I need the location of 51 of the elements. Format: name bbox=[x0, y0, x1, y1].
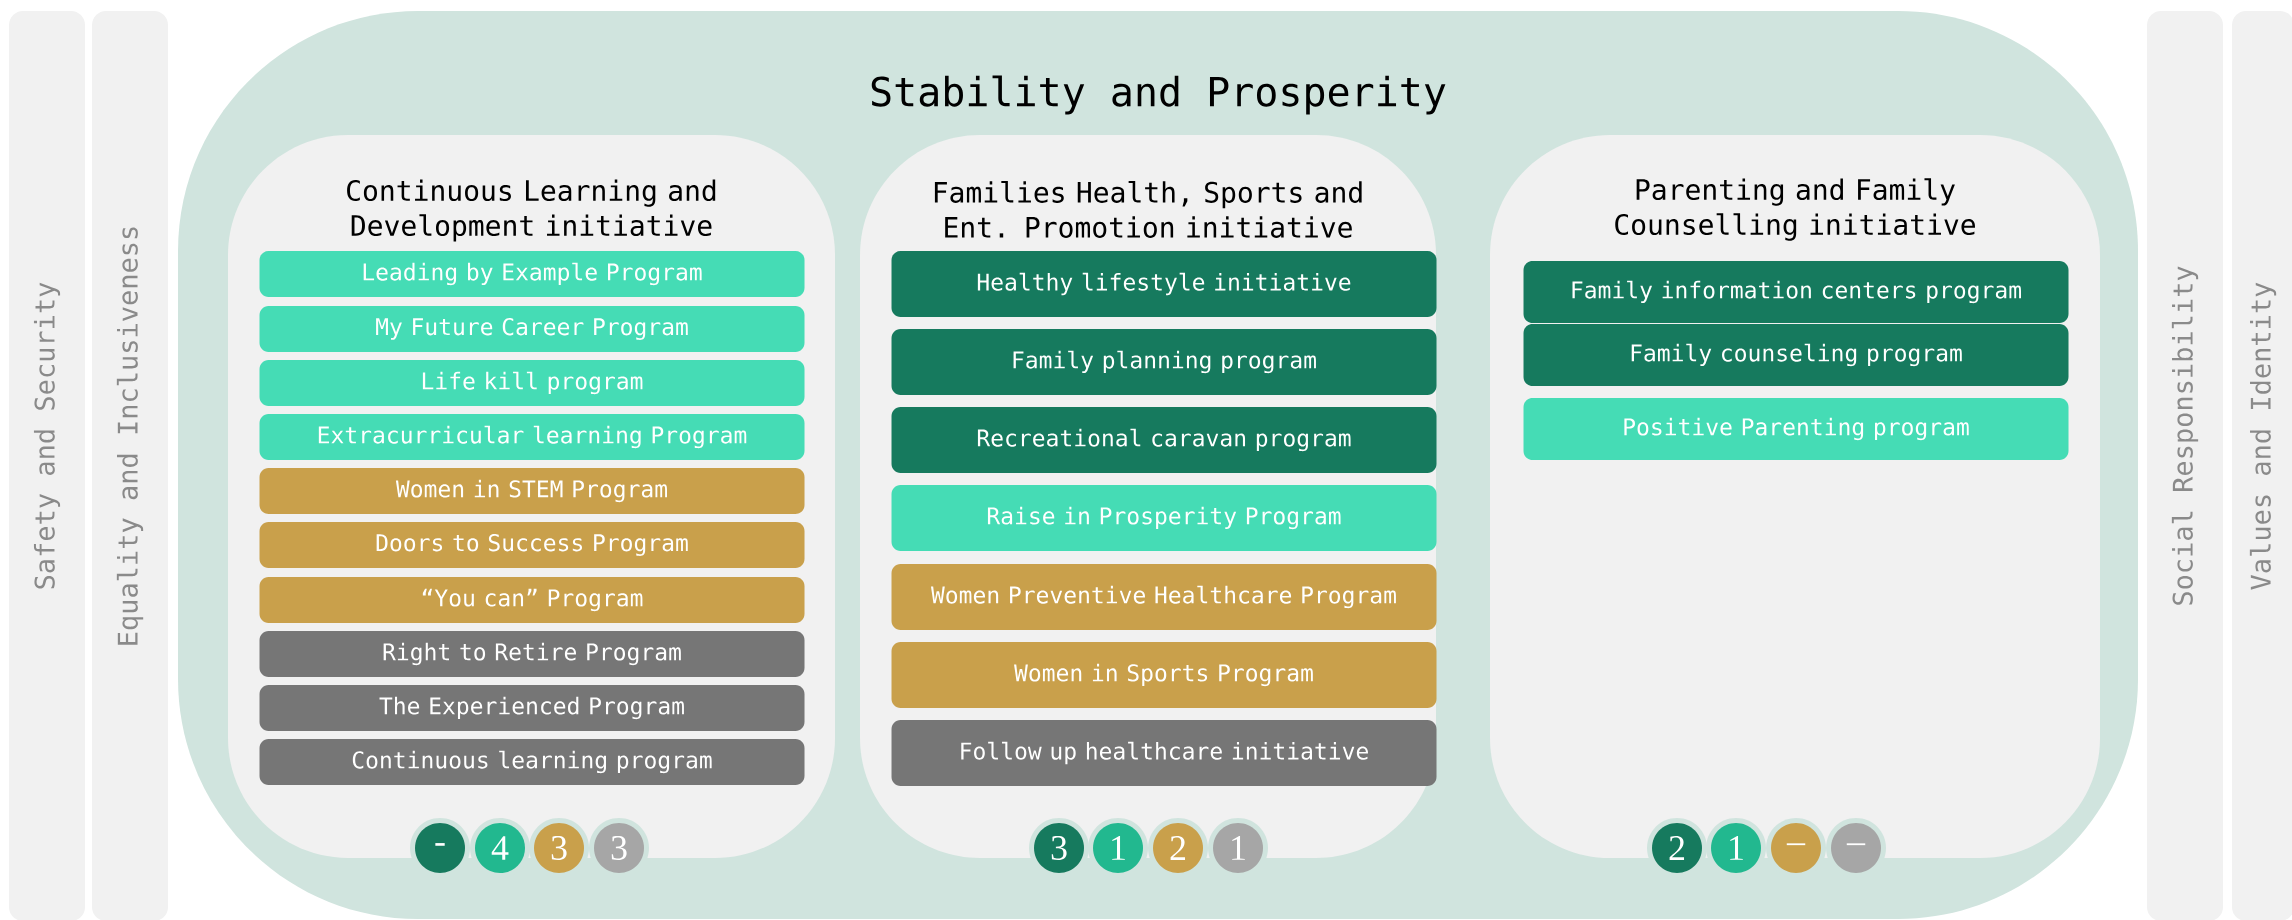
node-label: 2 bbox=[1170, 836, 1186, 860]
node-label: 2 bbox=[1669, 836, 1685, 860]
program-box: Healthy lifestyle initiative bbox=[891, 251, 1437, 317]
program-box: Women in Sports Program bbox=[891, 642, 1437, 708]
node-label: 1 bbox=[1112, 836, 1125, 860]
node-label: Family information centers program bbox=[1572, 280, 2021, 304]
program-box: Extracurricular learning Program bbox=[259, 414, 805, 460]
program-box: Continuous learning program bbox=[259, 739, 805, 785]
program-box: Family counseling program bbox=[1523, 324, 2069, 386]
program-box: Recreational caravan program bbox=[891, 407, 1437, 473]
count-badge: 1 bbox=[1088, 818, 1148, 878]
count-badge: 1 bbox=[1208, 818, 1268, 878]
node-label: 1 bbox=[1730, 836, 1743, 860]
program-box: My Future Career Program bbox=[259, 306, 805, 352]
count-badge: 2 bbox=[1148, 818, 1208, 878]
node-label: - bbox=[435, 843, 445, 846]
program-box: Family planning program bbox=[891, 329, 1437, 395]
side-bar: Social Responsibility bbox=[2147, 11, 2223, 920]
program-box: “You can” Program bbox=[259, 577, 805, 623]
count-badge: – bbox=[1766, 818, 1826, 878]
node-label: – bbox=[1786, 843, 1806, 846]
count-badge: 2 bbox=[1647, 818, 1707, 878]
side-bar: Safety and Security bbox=[9, 11, 85, 920]
count-badge: – bbox=[1826, 818, 1886, 878]
program-box: Positive Parenting program bbox=[1523, 398, 2069, 460]
program-box: Follow up healthcare initiative bbox=[891, 720, 1437, 786]
program-box: Women in STEM Program bbox=[259, 468, 805, 514]
side-bar: Values and Identity bbox=[2232, 11, 2292, 920]
count-badge: 3 bbox=[589, 818, 649, 878]
program-box: The Experienced Program bbox=[259, 685, 805, 731]
program-box: Women Preventive Healthcare Program bbox=[891, 564, 1437, 630]
count-badge: 1 bbox=[1706, 818, 1766, 878]
node-label: 1 bbox=[1232, 836, 1245, 860]
node-label: 4 bbox=[491, 836, 509, 860]
node-label: Family counseling program bbox=[1631, 343, 1962, 367]
count-badge: 3 bbox=[1029, 818, 1089, 878]
node-label: – bbox=[1846, 843, 1866, 846]
program-box: Family information centers program bbox=[1523, 261, 2069, 323]
program-box: Life kill program bbox=[259, 360, 805, 406]
node-label: 3 bbox=[551, 835, 567, 861]
program-box: Right to Retire Program bbox=[259, 631, 805, 677]
program-box: Leading by Example Program bbox=[259, 251, 805, 297]
side-bar: Equality and Inclusiveness bbox=[92, 11, 168, 920]
program-box: Raise in Prosperity Program bbox=[891, 485, 1437, 551]
count-badge: 4 bbox=[470, 818, 530, 878]
count-badge: - bbox=[410, 818, 470, 878]
diagram-title: Stability and Prosperity bbox=[871, 75, 1446, 115]
node-label: 3 bbox=[611, 835, 627, 861]
program-box: Doors to Success Program bbox=[259, 522, 805, 568]
node-label: 3 bbox=[1051, 835, 1067, 861]
count-badge: 3 bbox=[529, 818, 589, 878]
